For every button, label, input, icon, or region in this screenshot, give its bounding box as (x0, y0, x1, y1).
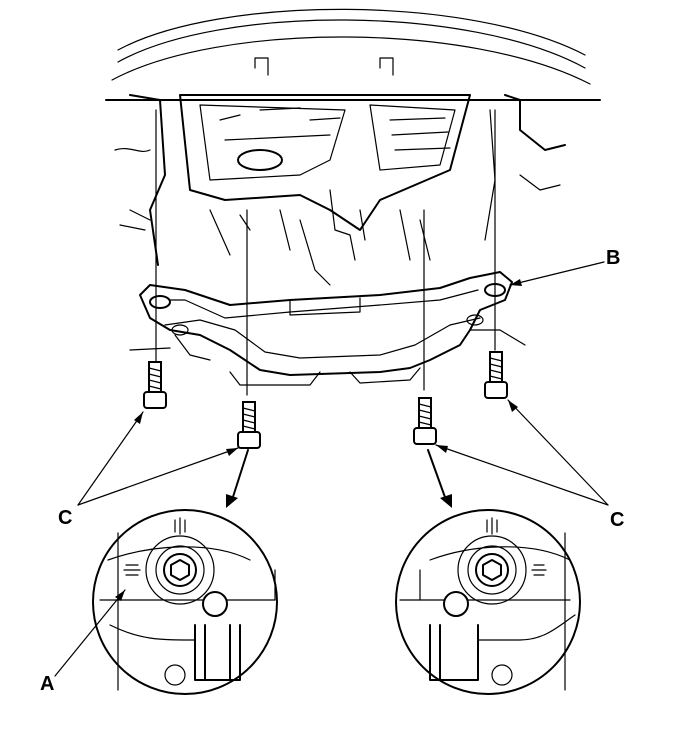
front-subframe (129, 271, 526, 386)
callout-b: B (606, 247, 621, 269)
engine-underside (179, 94, 471, 286)
callout-c-right: C (610, 509, 625, 531)
callout-a: A (40, 673, 55, 695)
mounting-bolts (143, 351, 508, 449)
bolt-3 (413, 397, 437, 445)
leader-lines (54, 261, 609, 677)
bolt-2 (237, 401, 261, 449)
detail-arrows (226, 449, 452, 508)
alignment-lines (155, 109, 496, 396)
left-detail-view (92, 509, 278, 695)
callout-c-left: C (58, 507, 73, 529)
bolt-1 (143, 361, 167, 409)
right-detail-view (395, 509, 581, 695)
vehicle-body-outline (105, 8, 601, 101)
bolt-4 (484, 351, 508, 399)
